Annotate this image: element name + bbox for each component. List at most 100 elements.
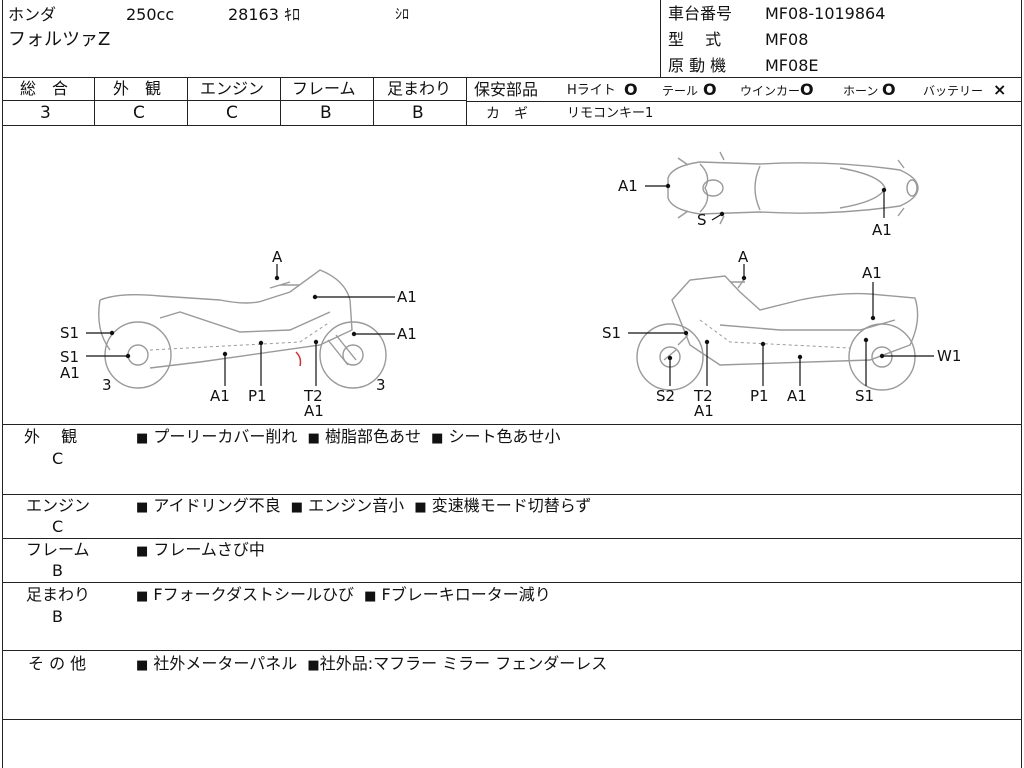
safety-battery-mark: × xyxy=(993,80,1007,99)
right-a1-label: A1 xyxy=(787,387,807,405)
right-s2-label: S2 xyxy=(656,387,675,405)
sec-frame-items: ■ フレームさび中 xyxy=(136,540,265,560)
finding-item: Fフォークダストシールひび xyxy=(153,585,354,604)
right-s1-label: S1 xyxy=(602,324,621,342)
safety-headlight-mark: O xyxy=(624,80,638,99)
grade-col-2 xyxy=(187,77,188,125)
engine-value: MF08E xyxy=(765,56,819,75)
maker-name: ホンダ xyxy=(8,5,57,24)
finding-item: プーリーカバー削れ xyxy=(153,427,298,446)
safety-battery-label: バッテリー xyxy=(923,84,984,98)
grade-overall-label: 総 合 xyxy=(20,79,69,98)
grade-col-4 xyxy=(373,77,374,125)
header-vertical xyxy=(660,0,661,77)
sec-divider-4 xyxy=(2,650,1022,651)
frame-no-label: 車台番号 xyxy=(668,4,733,23)
outer-border-right xyxy=(1021,0,1022,768)
left-a1-bottom-label: A1 xyxy=(210,387,230,405)
grade-engine-label: エンジン xyxy=(200,79,265,98)
frame-no: MF08-1019864 xyxy=(765,4,886,23)
mileage: 28163 ｷﾛ xyxy=(228,5,300,24)
sec-suspension-items: ■ Fフォークダストシールひび ■ Fブレーキローター減り xyxy=(136,585,551,605)
scooter-top-view xyxy=(667,151,919,225)
safety-title: 保安部品 xyxy=(474,80,539,99)
sec-suspension-grade: B xyxy=(52,607,63,626)
grade-frame-value: B xyxy=(320,103,332,123)
sec-divider-2 xyxy=(2,538,1022,539)
left-three-l-label: 3 xyxy=(102,376,112,394)
sec-divider-1 xyxy=(2,494,1022,495)
grade-divider xyxy=(2,125,1022,126)
right-s1b-label: S1 xyxy=(855,387,874,405)
sec-other-title: そ の 他 xyxy=(28,654,87,673)
grade-exterior-label: 外 観 xyxy=(113,79,162,98)
grade-label-divider xyxy=(2,100,466,101)
key-value: リモコンキー1 xyxy=(567,106,654,121)
sec-exterior-title: 外 観 xyxy=(24,427,78,446)
grade-suspension-label: 足まわり xyxy=(387,79,452,98)
left-a1-right-label: A1 xyxy=(397,325,417,343)
sec-exterior-grade: C xyxy=(52,449,64,468)
finding-item: エンジン音小 xyxy=(308,496,405,515)
header-divider xyxy=(2,77,1022,78)
sec-divider-5 xyxy=(2,719,1022,720)
diagram-divider xyxy=(2,424,1022,425)
engine-label: 原 動 機 xyxy=(668,56,727,75)
type-value: MF08 xyxy=(765,30,809,49)
sec-frame-title: フレーム xyxy=(26,540,90,559)
grade-suspension-value: B xyxy=(412,103,424,123)
left-a-top-label: A xyxy=(272,248,283,266)
sec-engine-grade: C xyxy=(52,517,64,536)
safety-winker-mark: O xyxy=(800,80,814,99)
sec-suspension-title: 足まわり xyxy=(26,585,91,604)
left-a1b-label: A1 xyxy=(60,364,80,382)
top-a1b-label: A1 xyxy=(872,221,892,239)
left-a1-t2-label: A1 xyxy=(304,402,324,420)
safety-tail-mark: O xyxy=(703,80,717,99)
grade-exterior-value: C xyxy=(133,103,145,123)
finding-item: 社外品:マフラー ミラー フェンダーレス xyxy=(319,654,608,673)
safety-horn-label: ホーン xyxy=(843,84,879,98)
scooter-left-view xyxy=(98,269,387,389)
left-s1-label: S1 xyxy=(60,324,79,342)
grade-col-1 xyxy=(94,77,95,125)
safety-divider xyxy=(466,101,1022,102)
left-t2-label: T2 xyxy=(303,387,323,405)
model-name: フォルツァZ xyxy=(8,29,111,50)
outer-border-left xyxy=(2,0,3,768)
top-a1-label: A1 xyxy=(618,177,638,195)
type-label: 型 式 xyxy=(668,30,722,49)
sec-other-items: ■ 社外メーターパネル ■社外品:マフラー ミラー フェンダーレス xyxy=(136,654,608,674)
right-p1-label: P1 xyxy=(750,387,769,405)
safety-tail-label: テール xyxy=(662,84,699,98)
sec-engine-items: ■ アイドリング不良 ■ エンジン音小 ■ 変速機モード切替らず xyxy=(136,496,592,516)
left-three-r-label: 3 xyxy=(376,376,386,394)
safety-horn-mark: O xyxy=(882,80,896,99)
right-w1-label: W1 xyxy=(937,347,961,365)
sec-frame-grade: B xyxy=(52,561,63,580)
grade-col-3 xyxy=(280,77,281,125)
safety-headlight-label: Hライト xyxy=(567,83,616,98)
key-label: カ ギ xyxy=(486,106,528,122)
finding-item: シート色あせ小 xyxy=(448,427,561,446)
left-p1-label: P1 xyxy=(248,387,267,405)
right-t2-label: T2 xyxy=(693,387,713,405)
sec-exterior-items: ■ プーリーカバー削れ ■ 樹脂部色あせ ■ シート色あせ小 xyxy=(136,427,561,447)
right-a1-top-label: A1 xyxy=(862,264,882,282)
finding-item: フレームさび中 xyxy=(153,540,265,559)
safety-winker-label: ウインカー xyxy=(740,84,801,98)
grade-frame-label: フレーム xyxy=(292,79,356,98)
displacement: 250cc xyxy=(126,5,175,24)
finding-item: 社外メーターパネル xyxy=(153,654,298,673)
finding-item: Fブレーキローター減り xyxy=(381,585,551,604)
top-s-label: S xyxy=(697,211,707,229)
finding-item: アイドリング不良 xyxy=(153,496,281,515)
right-a1-t2-label: A1 xyxy=(694,402,714,420)
finding-item: 変速機モード切替らず xyxy=(431,496,592,515)
grade-overall-value: 3 xyxy=(40,103,51,123)
grade-engine-value: C xyxy=(226,103,238,123)
left-a1-top-label: A1 xyxy=(397,288,417,306)
left-s1b-label: S1 xyxy=(60,348,79,366)
finding-item: 樹脂部色あせ xyxy=(324,427,421,446)
